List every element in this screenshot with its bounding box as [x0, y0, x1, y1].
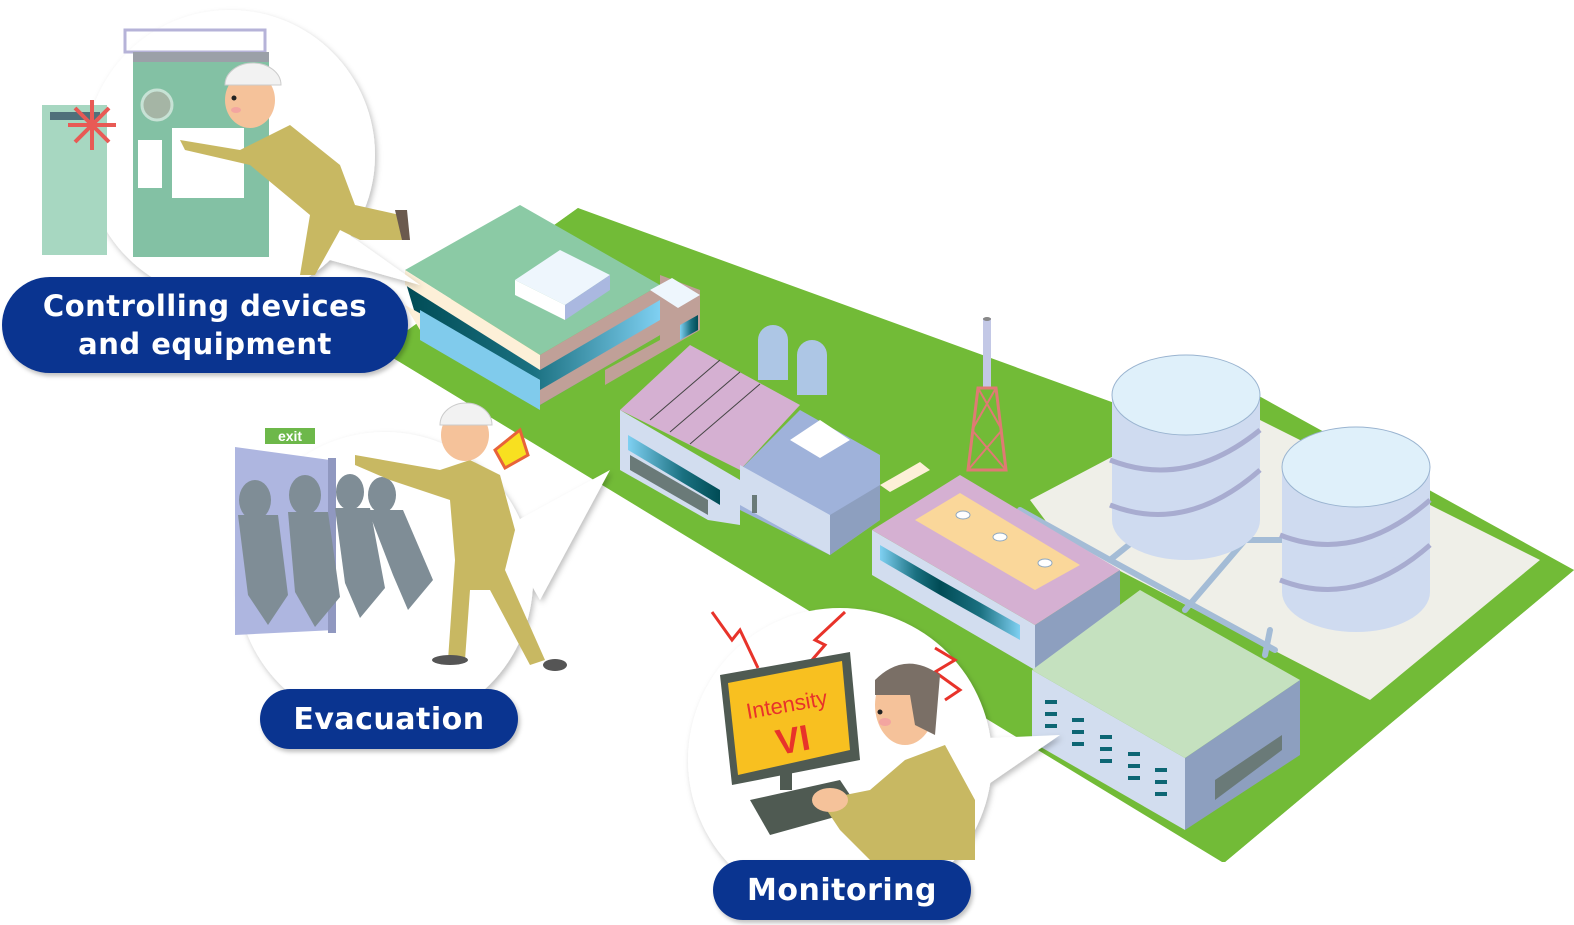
processing-building	[872, 462, 1120, 670]
evacuees	[238, 474, 433, 627]
control-devices-label: Controlling devices and equipment	[2, 277, 408, 373]
control-building	[1032, 590, 1300, 830]
worker-running	[180, 62, 410, 275]
control-scene	[42, 28, 410, 275]
exit-sign-text: exit	[278, 428, 302, 444]
monitoring-scene: Intensity VI	[710, 610, 975, 860]
operator	[812, 663, 975, 860]
control-devices-label-line2: and equipment	[78, 327, 332, 361]
screen-text-level: VI	[773, 717, 814, 763]
transmission-tower	[966, 317, 1008, 472]
spark-icon	[68, 100, 116, 150]
worker-megaphone	[355, 402, 567, 671]
storage-tank-2	[1279, 426, 1432, 632]
evacuation-label: Evacuation	[260, 689, 518, 749]
office-building	[405, 205, 700, 410]
control-devices-label-line1: Controlling devices	[42, 289, 368, 323]
exit-sign	[265, 428, 315, 444]
evacuation-scene: exit	[235, 402, 567, 671]
monitoring-label: Monitoring	[713, 860, 971, 920]
factory-building	[620, 325, 880, 555]
storage-tank-1	[1109, 354, 1262, 560]
monitor	[720, 652, 860, 835]
